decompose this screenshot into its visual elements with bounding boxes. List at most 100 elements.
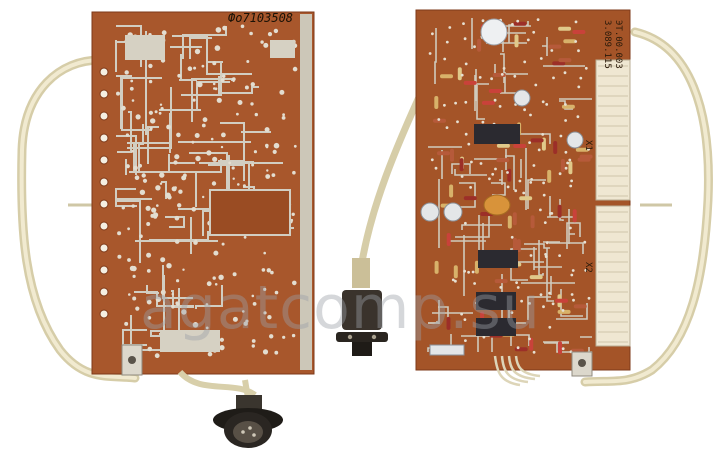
trace (228, 161, 254, 204)
pad (281, 116, 286, 120)
pad (117, 254, 122, 259)
pad (214, 283, 218, 286)
pad (216, 97, 222, 103)
resistor (459, 158, 464, 172)
pad (266, 169, 269, 172)
pad (194, 48, 201, 55)
pad (251, 294, 255, 298)
pad (292, 280, 297, 286)
pad (220, 145, 224, 149)
pad (154, 353, 160, 359)
pad (552, 76, 555, 80)
resistor (446, 233, 451, 246)
pad (464, 100, 468, 104)
pad (274, 290, 279, 295)
pad (212, 82, 216, 86)
trace (116, 135, 137, 175)
resistor (474, 260, 479, 274)
trace (181, 76, 220, 96)
pad (207, 351, 213, 357)
pad (213, 87, 216, 90)
pad (481, 19, 485, 23)
pad (206, 150, 212, 156)
ic-chip (474, 124, 520, 144)
pad (479, 162, 483, 165)
trace (538, 240, 544, 276)
pad (141, 173, 146, 178)
pad (467, 270, 470, 274)
pad (443, 57, 447, 61)
pad (161, 30, 167, 36)
pad (192, 98, 196, 102)
pad (158, 111, 162, 115)
pad (212, 61, 217, 66)
pad (271, 173, 276, 178)
pad (134, 175, 140, 180)
pad (243, 235, 247, 239)
resistor (437, 151, 450, 156)
trace (146, 285, 159, 294)
pad (526, 38, 530, 42)
pad (131, 204, 135, 208)
pad (515, 281, 518, 284)
pad (195, 155, 201, 162)
pad (250, 102, 254, 106)
trace (221, 86, 259, 94)
pad (191, 207, 197, 212)
resistor (434, 96, 439, 109)
pad (528, 141, 531, 145)
pad (537, 148, 541, 152)
pad (232, 316, 238, 322)
pad (236, 112, 239, 116)
pad (265, 174, 271, 179)
resistor (512, 212, 517, 226)
pad (530, 178, 533, 181)
connector-label-x2: X2 (583, 262, 593, 273)
pad (135, 306, 140, 311)
pad (564, 103, 567, 106)
resistor (572, 30, 586, 34)
resistor (514, 347, 528, 352)
pad (147, 346, 153, 352)
watermark: agatcomp.su (140, 273, 541, 343)
pad (434, 166, 438, 170)
trace (568, 209, 575, 244)
pad (221, 242, 225, 246)
pad (460, 175, 464, 178)
pad (499, 286, 503, 289)
pad (463, 269, 466, 273)
pad (166, 124, 172, 130)
pad (146, 222, 151, 226)
pad (214, 45, 221, 51)
pad (193, 240, 198, 245)
pad (431, 32, 434, 36)
pad (481, 120, 485, 124)
edge-hole (99, 155, 109, 165)
resistor (513, 21, 527, 26)
resistor (529, 275, 543, 280)
ic-chip (476, 318, 516, 336)
trace (120, 77, 162, 129)
trace (195, 285, 223, 309)
resistor (558, 58, 572, 63)
pad (464, 221, 467, 225)
pad (542, 193, 546, 197)
pad (572, 298, 575, 302)
pad (454, 101, 457, 105)
pad (121, 206, 126, 210)
trace (115, 188, 137, 207)
resistor (557, 309, 571, 314)
pad (584, 66, 588, 70)
trace (115, 198, 152, 200)
trace (202, 210, 213, 236)
pad (175, 239, 180, 244)
pad (130, 79, 134, 83)
resistor (446, 316, 451, 330)
pad (464, 132, 468, 136)
pad (181, 309, 187, 315)
edge-hole (99, 287, 109, 297)
pad (228, 161, 232, 165)
resistor (558, 26, 572, 31)
resistor (449, 184, 454, 198)
pad (219, 337, 224, 342)
